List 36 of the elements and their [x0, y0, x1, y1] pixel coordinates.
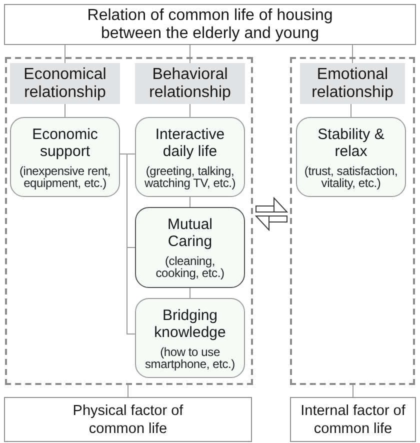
connector-line — [352, 44, 353, 64]
connector-line — [120, 154, 136, 334]
card-description: (inexpensive rent, equipment, etc.) — [18, 164, 112, 188]
factor-box — [290, 397, 416, 442]
rounded-card — [135, 207, 245, 288]
factor-box — [4, 397, 252, 442]
rounded-card — [135, 298, 245, 378]
category-header — [10, 63, 120, 104]
category-label: Behavioral relationship — [148, 66, 232, 102]
category-label: Emotional relationship — [310, 66, 394, 102]
box-label: Physical factor of common life — [72, 402, 184, 438]
connector-line — [64, 44, 66, 64]
card-description: (cleaning, cooking, etc.) — [154, 255, 226, 279]
box-label: Relation of common life of housing between the elderly and young — [86, 6, 334, 42]
rounded-card — [135, 117, 245, 197]
dashed-group-frame — [5, 57, 253, 385]
connector-line — [350, 104, 352, 118]
connector-line — [352, 384, 354, 398]
box-label: Internal factor of common life — [300, 402, 406, 438]
connector-line — [64, 104, 66, 118]
card-title: Bridging knowledge — [153, 306, 227, 340]
card-title: Interactive daily life — [154, 126, 226, 160]
category-label: Economical relationship — [22, 66, 108, 102]
double-arrow — [256, 198, 288, 230]
category-header — [135, 63, 245, 104]
rounded-card — [10, 117, 120, 197]
card-title: Economic support — [31, 126, 99, 160]
category-header — [300, 63, 405, 104]
rounded-card — [296, 117, 406, 197]
card-description: (trust, satisfaction, vitality, etc.) — [303, 164, 399, 188]
card-title: Stability & relax — [316, 126, 386, 160]
card-description: (how to use smartphone, etc.) — [144, 346, 236, 370]
title-box — [4, 4, 416, 45]
card-description: (greeting, talking, watching TV, etc.) — [143, 164, 237, 188]
dashed-group-frame — [290, 57, 415, 385]
card-title: Mutual Caring — [166, 216, 214, 250]
